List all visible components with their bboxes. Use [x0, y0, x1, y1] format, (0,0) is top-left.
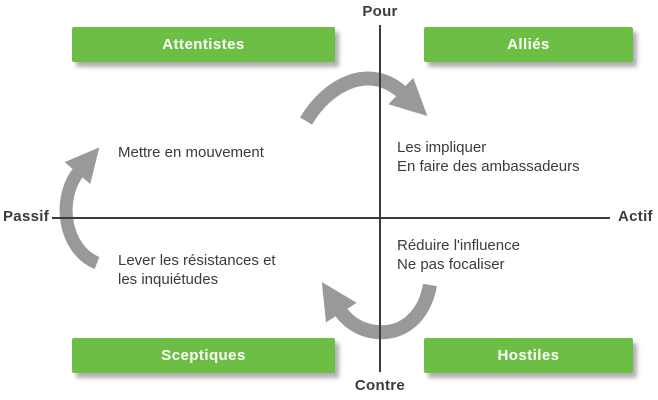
- annotation-attentistes: Mettre en mouvement: [118, 143, 264, 162]
- horizontal-axis-line: [52, 217, 610, 219]
- quadrant-box-label: Sceptiques: [161, 347, 246, 364]
- quadrant-box-hostiles: Hostiles: [424, 338, 633, 373]
- axis-label-actif: Actif: [618, 208, 653, 225]
- arrow-attentistes-to-allies: [299, 71, 428, 125]
- quadrant-box-label: Alliés: [507, 36, 550, 53]
- arrow-hostiles-to-sceptiques: [321, 281, 437, 340]
- quadrant-box-sceptiques: Sceptiques: [72, 338, 335, 373]
- quadrant-box-label: Attentistes: [162, 36, 245, 53]
- annotation-line: les inquiétudes: [118, 271, 219, 288]
- vertical-axis-line: [379, 25, 381, 372]
- annotation-line: En faire des ambassadeurs: [397, 158, 580, 175]
- annotation-line: Lever les résistances et: [118, 252, 276, 269]
- axis-label-contre: Contre: [354, 377, 406, 394]
- axis-label-pour: Pour: [362, 3, 398, 20]
- axis-label-passif: Passif: [3, 208, 49, 225]
- annotation-sceptiques: Lever les résistances et les inquiétudes: [118, 251, 276, 289]
- annotation-hostiles: Réduire l'influence Ne pas focaliser: [397, 236, 520, 274]
- arrow-sceptiques-to-attentistes: [59, 147, 100, 270]
- annotation-allies: Les impliquer En faire des ambassadeurs: [397, 138, 580, 176]
- annotation-line: Les impliquer: [397, 139, 487, 156]
- quadrant-box-label: Hostiles: [497, 347, 560, 364]
- quadrant-box-attentistes: Attentistes: [72, 27, 335, 62]
- annotation-line: Mettre en mouvement: [118, 144, 264, 161]
- quadrant-box-allies: Alliés: [424, 27, 633, 62]
- annotation-line: Réduire l'influence: [397, 237, 520, 254]
- annotation-line: Ne pas focaliser: [397, 256, 505, 273]
